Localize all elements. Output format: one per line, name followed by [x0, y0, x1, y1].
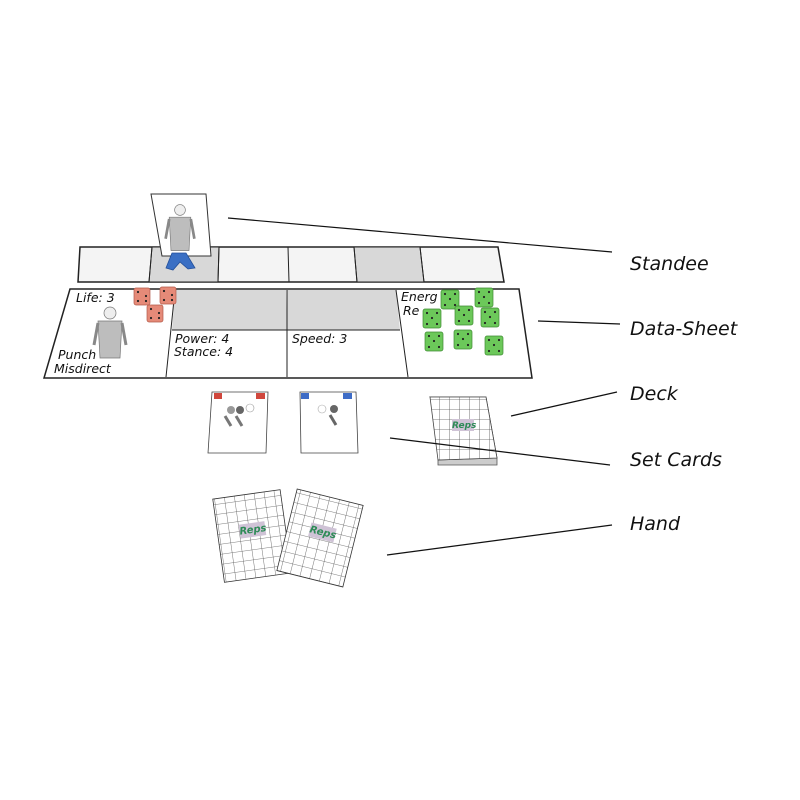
hand-card[interactable]: Reps — [276, 488, 364, 588]
reserve-stat: Re — [403, 303, 420, 318]
card-logo: Reps — [239, 523, 267, 538]
set-cards-callout-line — [389, 437, 611, 466]
label-standee: Standee — [630, 253, 709, 275]
label-hand: Hand — [630, 513, 681, 535]
deck-logo: Reps — [452, 421, 477, 431]
life-stat: Life: 3 — [76, 290, 115, 305]
meeple-base — [165, 252, 196, 271]
standee-callout-line — [227, 217, 613, 253]
data-sheet-callout-line — [537, 320, 621, 325]
callout-lines — [227, 217, 621, 556]
deck[interactable]: Reps — [428, 396, 498, 466]
power-stat: Power: 4 — [175, 331, 229, 346]
set-card[interactable] — [299, 391, 359, 454]
stance-stat: Stance: 4 — [174, 344, 233, 359]
data-sheet: Life: 3 Punch Misdirect Power: 4 Stance:… — [42, 286, 533, 379]
label-set-cards: Set Cards — [630, 449, 722, 471]
move-punch: Punch — [58, 347, 96, 362]
standee[interactable] — [150, 193, 212, 271]
speed-stat: Speed: 3 — [292, 331, 347, 346]
set-card[interactable] — [207, 391, 269, 454]
label-data-sheet: Data-Sheet — [630, 318, 739, 340]
track — [77, 246, 505, 283]
hand-card[interactable]: Reps — [212, 489, 293, 583]
energy-stat: Energ 8 — [401, 289, 450, 304]
label-deck: Deck — [630, 383, 679, 405]
deck-callout-line — [510, 391, 618, 417]
move-misdirect: Misdirect — [54, 361, 112, 376]
hand-callout-line — [386, 524, 613, 556]
track-space-shaded[interactable] — [353, 246, 425, 283]
